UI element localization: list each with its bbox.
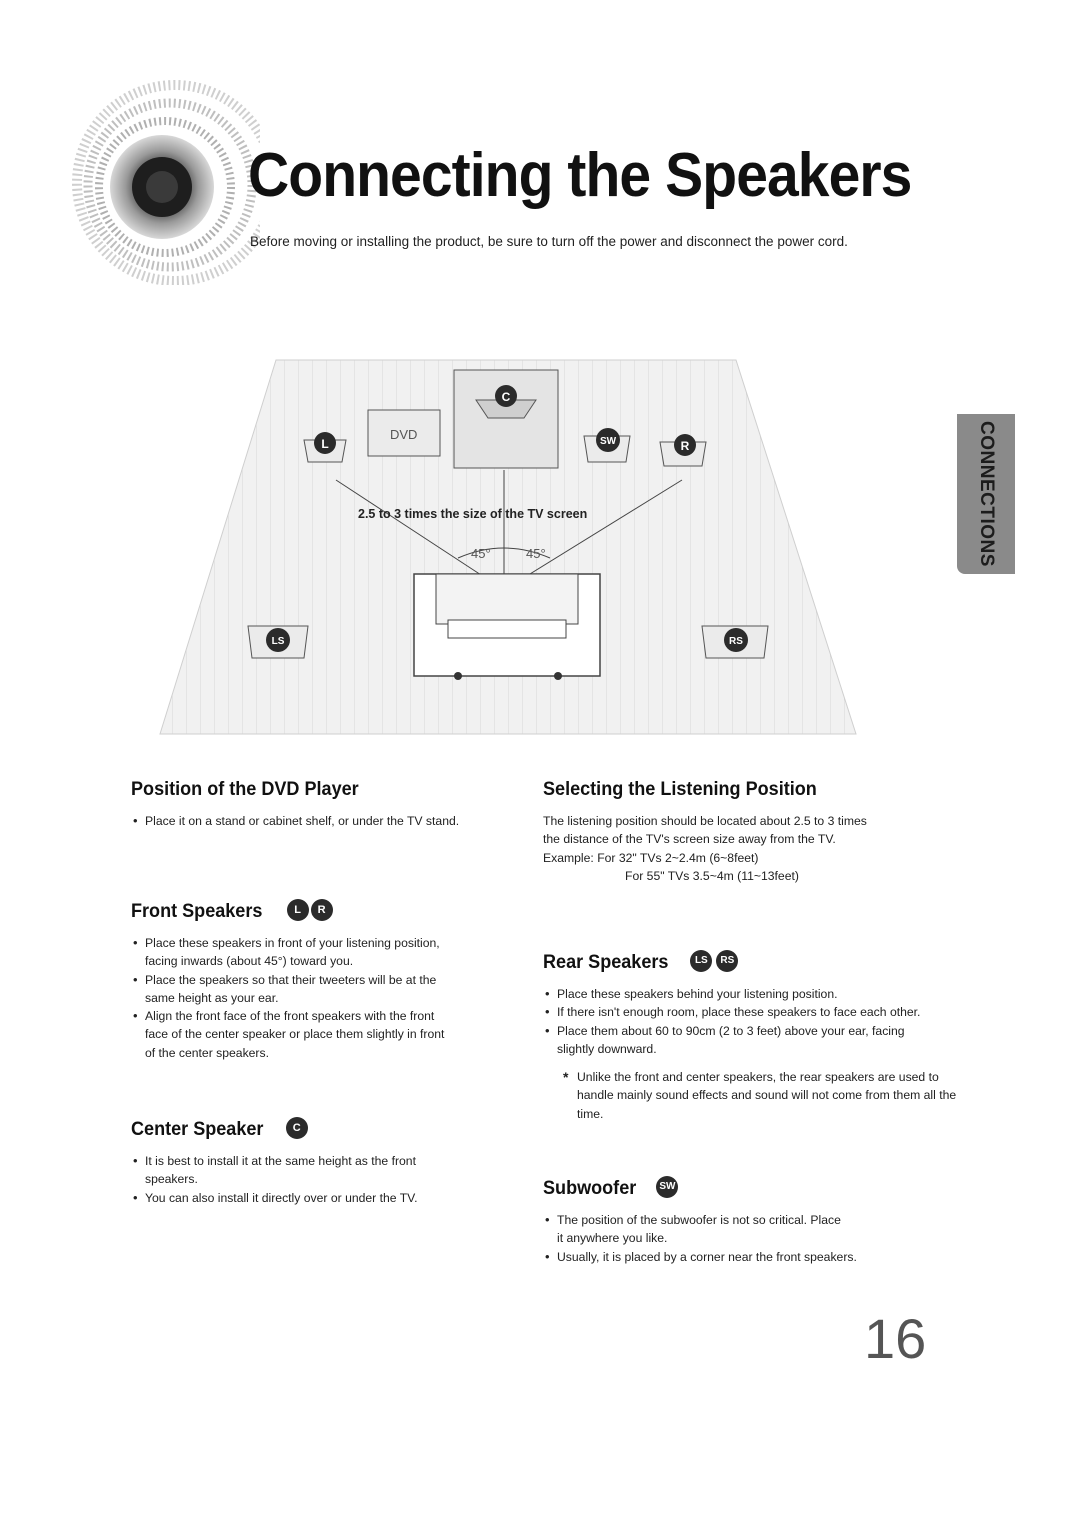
note: Unlike the front and center speakers, th… — [563, 1068, 967, 1123]
bullet-list: The position of the subwoofer is not so … — [543, 1211, 923, 1266]
list-item: Usually, it is placed by a corner near t… — [543, 1248, 923, 1267]
page-title: Connecting the Speakers — [248, 141, 912, 210]
page-subtitle: Before moving or installing the product,… — [250, 234, 848, 249]
speaker-badge: L — [286, 898, 309, 921]
speaker-badge: RS — [716, 949, 739, 972]
center-speaker — [453, 369, 559, 469]
dvd-player — [367, 409, 441, 457]
list-item: Place these speakers in front of your li… — [131, 934, 451, 971]
section-tab: CONNECTIONS — [957, 414, 1015, 574]
section-tab-label: CONNECTIONS — [976, 421, 997, 567]
paragraph: For 55" TVs 3.5~4m (11~13feet) — [625, 868, 799, 883]
section-title: Position of the DVD Player — [131, 779, 359, 800]
speaker-logo-icon — [72, 80, 260, 285]
list-item: The position of the subwoofer is not so … — [543, 1211, 847, 1248]
list-item: You can also install it directly over or… — [131, 1189, 451, 1208]
dvd-label: DVD — [390, 427, 417, 442]
section-dvd-position: Position of the DVD Player Place it on a… — [131, 778, 461, 831]
distance-label: 2.5 to 3 times the size of the TV screen — [358, 507, 587, 521]
bullet-list: Place these speakers behind your listeni… — [543, 985, 953, 1058]
speaker-badge: R — [310, 898, 333, 921]
left-surround-badge: LS — [272, 636, 285, 647]
section-listening-position: Selecting the Listening Position The lis… — [543, 778, 883, 885]
page-number: 16 — [864, 1307, 927, 1370]
section-center-speaker: Center Speaker C It is best to install i… — [131, 1116, 451, 1207]
angle-right-label: 45° — [526, 546, 546, 561]
bullet-list: It is best to install it at the same hei… — [131, 1152, 451, 1207]
list-item: Place these speakers behind your listeni… — [543, 985, 953, 1004]
speaker-badge: C — [285, 1116, 308, 1139]
left-speaker-badge: L — [321, 437, 328, 451]
list-item: Place it on a stand or cabinet shelf, or… — [131, 812, 461, 831]
paragraph: The listening position should be located… — [543, 814, 867, 865]
list-item: If there isn't enough room, place these … — [543, 1003, 953, 1022]
section-front-speakers: Front Speakers LR Place these speakers i… — [131, 898, 451, 1062]
section-title: Selecting the Listening Position — [543, 779, 817, 800]
list-item: Place them about 60 to 90cm (2 to 3 feet… — [543, 1022, 937, 1059]
section-title: Subwoofer — [543, 1178, 637, 1199]
speaker-badge: SW — [656, 1175, 679, 1198]
section-subwoofer: Subwoofer SW The position of the subwoof… — [543, 1175, 923, 1266]
speaker-badge: LS — [690, 949, 713, 972]
angle-left-label: 45° — [471, 546, 491, 561]
subwoofer-badge: SW — [600, 436, 617, 447]
section-title: Center Speaker — [131, 1119, 264, 1140]
center-speaker-badge: C — [502, 390, 511, 404]
bullet-list: Place these speakers in front of your li… — [131, 934, 451, 1062]
list-item: It is best to install it at the same hei… — [131, 1152, 451, 1189]
list-item: Align the front face of the front speake… — [131, 1007, 451, 1062]
section-title: Front Speakers — [131, 901, 263, 922]
sofa — [413, 573, 601, 680]
list-item: Place the speakers so that their tweeter… — [131, 971, 451, 1008]
bullet-list: Place it on a stand or cabinet shelf, or… — [131, 812, 461, 831]
right-speaker-badge: R — [681, 439, 690, 453]
section-title: Rear Speakers — [543, 952, 669, 973]
right-surround-badge: RS — [729, 636, 743, 647]
speaker-placement-diagram: DVD 2.5 to 3 times the size of the TV sc… — [159, 359, 857, 735]
